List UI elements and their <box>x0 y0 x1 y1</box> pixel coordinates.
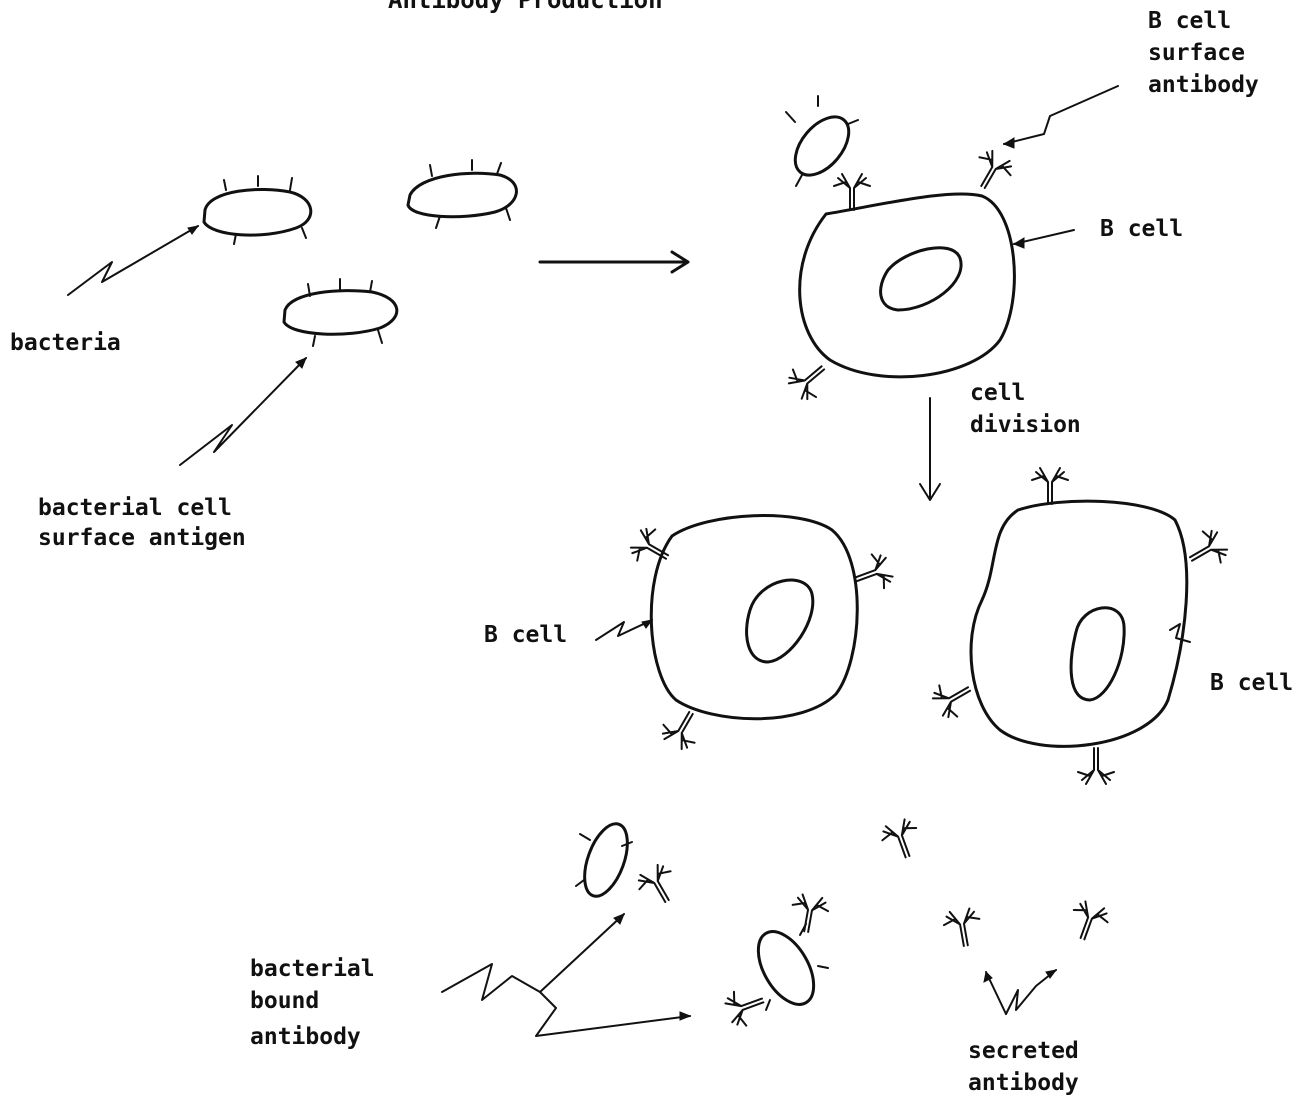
bound-antibody-3 <box>723 984 769 1030</box>
bacterium-2 <box>408 160 516 228</box>
antibody-right-1 <box>1032 468 1068 504</box>
secreted-antibody-2 <box>1066 899 1112 945</box>
antibody-top-1 <box>834 174 870 210</box>
bound-antibody-1 <box>633 861 682 910</box>
bacterium-bound-1 <box>576 818 636 902</box>
bacterium-attached-top <box>785 96 859 186</box>
bacterial-bound-antibody-line1: bacterial <box>250 956 375 982</box>
antibody-left-1 <box>627 523 676 572</box>
secreted-antibody-line1: secreted <box>968 1038 1079 1064</box>
b-cell-surface-antibody-line3: antibody <box>1148 72 1259 98</box>
bacterial-antigen-label-line2: surface antigen <box>38 525 246 551</box>
bacterial-bound-antibody-line3: antibody <box>250 1024 361 1050</box>
b-cell-top-label: B cell <box>1100 216 1183 242</box>
antibody-right-4 <box>1078 748 1114 784</box>
b-cell-top <box>800 194 1015 377</box>
b-cell-right-pointer <box>1170 624 1190 642</box>
bound-antibody-pointers <box>442 914 690 1036</box>
bound-antibody-2 <box>788 893 830 935</box>
b-cell-right-label: B cell <box>1210 670 1293 696</box>
antigen-pointer <box>180 358 306 465</box>
bacterium-3 <box>284 279 397 346</box>
b-cell-left-pointer <box>596 620 652 640</box>
b-cell-surface-antibody-line1: B cell <box>1148 8 1231 34</box>
bacterium-1 <box>204 176 311 244</box>
bacterial-bound-antibody-line2: bound <box>250 988 319 1014</box>
cell-division-line2: division <box>970 412 1081 438</box>
secreted-antibody-pointers <box>984 970 1056 1014</box>
b-cell-surface-antibody-line2: surface <box>1148 40 1245 66</box>
antibody-top-3 <box>784 354 835 405</box>
b-cell-left-label: B cell <box>484 622 567 648</box>
b-cell-left <box>651 516 857 719</box>
division-arrow <box>920 398 940 500</box>
secreted-antibody-1 <box>942 907 984 949</box>
b-cell-top-pointer <box>1014 230 1074 248</box>
antibody-top-2 <box>967 147 1016 196</box>
antibody-right-2 <box>1182 525 1231 574</box>
nucleus-right <box>1071 608 1124 700</box>
secreted-antibody-line2: antibody <box>968 1070 1079 1096</box>
secreted-antibody-free <box>878 817 924 863</box>
process-arrow <box>540 252 688 272</box>
cell-division-line1: cell <box>970 380 1025 406</box>
antibody-right-3 <box>929 673 978 722</box>
bacteria-label: bacteria <box>10 330 121 356</box>
surface-antibody-pointer <box>1004 86 1118 148</box>
b-cell-right <box>971 501 1187 746</box>
nucleus-top <box>881 248 962 310</box>
bacterial-antigen-label-line1: bacterial cell <box>38 495 232 521</box>
diagram-title: Antibody Production <box>388 0 663 14</box>
bacteria-pointer <box>68 226 198 295</box>
nucleus-left <box>747 580 813 662</box>
